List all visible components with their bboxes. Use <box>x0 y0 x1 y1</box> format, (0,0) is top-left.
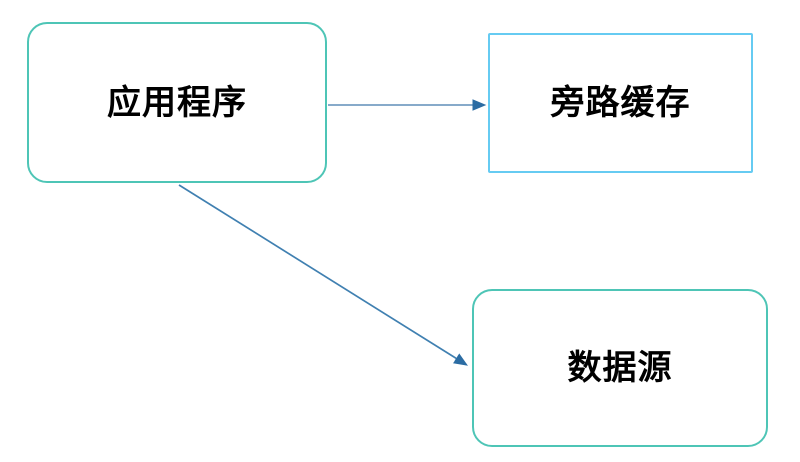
node-cache: 旁路缓存 <box>488 33 753 173</box>
node-datasource: 数据源 <box>472 289 768 447</box>
node-application-label: 应用程序 <box>107 83 247 122</box>
node-cache-label: 旁路缓存 <box>550 84 691 122</box>
node-datasource-label: 数据源 <box>567 349 673 387</box>
arrow-application-to-datasource <box>178 184 468 366</box>
node-application: 应用程序 <box>27 22 327 183</box>
